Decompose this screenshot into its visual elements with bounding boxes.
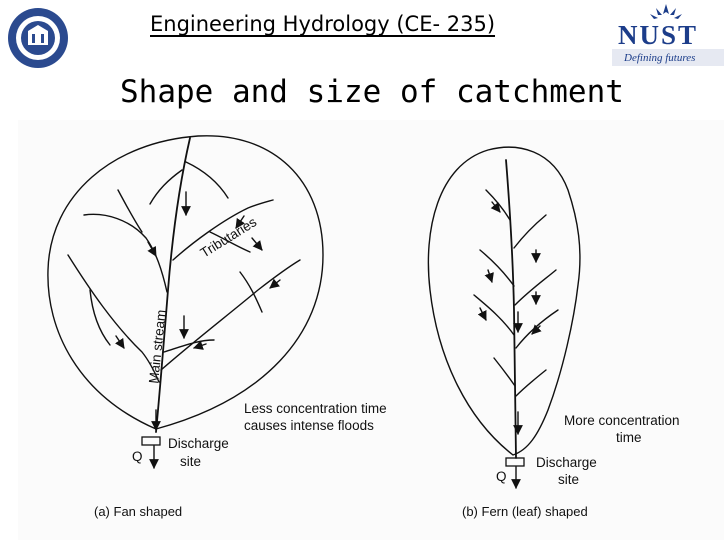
fern-discharge-label-2: site [558, 472, 579, 487]
fern-tributary-left-4 [493, 357, 516, 387]
fan-tributary-top-right [185, 161, 229, 199]
fan-tributary-right-mid [239, 271, 263, 313]
fan-tributary-lower-right [163, 339, 215, 353]
slide-title: Shape and size of catchment [120, 74, 624, 110]
nust-emblem [650, 4, 682, 19]
slide-header: Engineering Hydrology (CE- 235) NUST Def… [0, 0, 728, 118]
fan-tributary-top-left [149, 169, 183, 205]
fan-discharge-symbol: Q [132, 449, 143, 464]
fan-flow-arrow [235, 215, 245, 229]
fan-main-stream-label: Main stream [146, 309, 169, 384]
fan-flow-arrow [115, 335, 125, 349]
nust-wordmark: NUST [618, 20, 699, 50]
catchment-figure: Tributaries Main stream Less concentrati… [18, 120, 724, 540]
nust-tagline: Defining futures [624, 52, 696, 64]
fern-main-stream [505, 159, 517, 459]
fan-tributary-right-upper [172, 199, 274, 261]
fan-tributary-left-upper-sub [117, 189, 143, 233]
fan-concentration-note-2: causes intense floods [244, 418, 374, 433]
fern-flow-arrow [531, 324, 542, 335]
fan-discharge-label-2: site [180, 454, 201, 469]
fern-discharge-label: Discharge [536, 455, 597, 470]
catchment-diagram: Tributaries Main stream Less concentrati… [47, 135, 680, 519]
fern-tributary-right-1 [513, 214, 547, 249]
fern-concentration-note: More concentration [564, 413, 680, 428]
fern-discharge-gauge [505, 457, 525, 467]
course-title: Engineering Hydrology (CE- 235) [150, 12, 496, 36]
fern-caption: (b) Fern (leaf) shaped [462, 504, 588, 519]
fern-tributary-right-2 [514, 269, 557, 306]
fan-catchment-boundary [47, 135, 324, 430]
fern-tributary-right-4 [515, 369, 547, 397]
fern-flow-arrow [477, 307, 487, 321]
fan-tributaries-label: Tributaries [198, 214, 260, 260]
fern-catchment: More concentration time Q Discharge site… [427, 146, 680, 519]
fan-flow-arrow [147, 241, 157, 257]
fern-flow-arrow [484, 269, 494, 283]
fan-flow-arrow [251, 237, 263, 251]
nust-tagline-bar [612, 49, 724, 66]
fan-concentration-note: Less concentration time [244, 401, 387, 416]
fan-tributary-right-long [160, 259, 301, 371]
fan-tributary-left-lower-sub [89, 289, 111, 346]
fern-catchment-boundary [427, 146, 581, 456]
fern-tributary-left-1 [485, 189, 511, 221]
fan-tributary-right-upper-sub [209, 231, 251, 253]
fern-flow-arrow [490, 201, 501, 213]
fern-tributary-left-3 [473, 294, 515, 336]
fan-flow-arrow [269, 278, 281, 289]
fan-tributary-left-lower [67, 254, 160, 383]
fern-discharge-symbol: Q [496, 469, 507, 484]
fan-flow-arrow [193, 340, 207, 350]
fan-discharge-gauge [141, 436, 161, 446]
fan-tributary-left-upper [83, 213, 168, 293]
fan-caption: (a) Fan shaped [94, 504, 182, 519]
fern-tributary-left-2 [479, 249, 515, 287]
fan-discharge-label: Discharge [168, 436, 229, 451]
fern-concentration-note-2: time [616, 430, 642, 445]
fan-main-stream [155, 137, 191, 433]
university-seal-logo [8, 8, 68, 68]
fan-catchment: Tributaries Main stream Less concentrati… [47, 135, 387, 519]
